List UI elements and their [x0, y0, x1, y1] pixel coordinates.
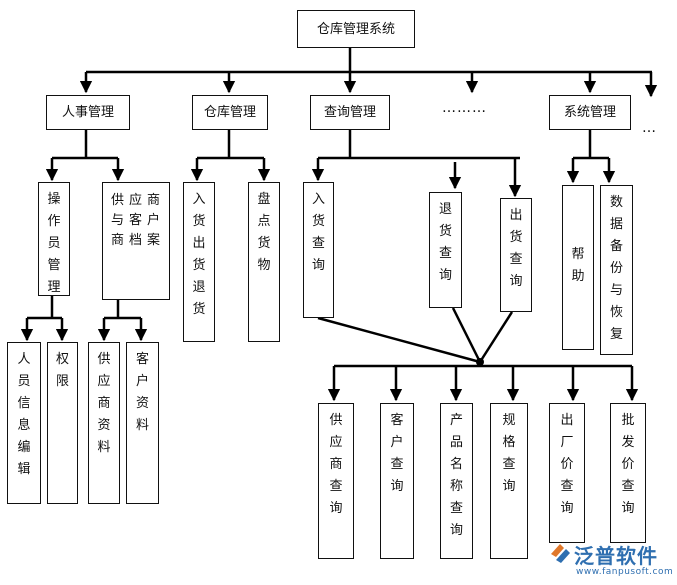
backup-node: 数据备份与恢复: [600, 185, 633, 355]
brand-logo-icon: [551, 544, 570, 563]
converge-from-out-query: [478, 311, 514, 363]
backup-label: 数据备份与恢复: [610, 195, 624, 342]
converge-node: [476, 358, 484, 366]
wholesale-price-node: 批发价查询: [610, 403, 646, 543]
query-label: 查询管理: [323, 105, 376, 120]
supplier-info-label: 供应商资料: [97, 352, 111, 455]
in-query-node: 入货查询: [303, 182, 334, 318]
help-label: 帮助: [571, 247, 585, 284]
hr-label: 人事管理: [61, 105, 114, 120]
personnel-edit-label: 人员信息编辑: [17, 352, 31, 477]
operator-node: 操作员管理: [38, 182, 70, 296]
query-node: 查询管理: [310, 95, 390, 130]
brand-name: 泛普软件: [574, 544, 658, 568]
factory-price-node: 出厂价查询: [549, 403, 585, 543]
return-query-node: 退货查询: [429, 192, 462, 308]
supplier-info-node: 供应商资料: [88, 342, 120, 504]
inventory-label: 盘点货物: [257, 192, 271, 273]
return-query-label: 退货查询: [439, 202, 453, 283]
out-query-label: 出货查询: [509, 208, 523, 289]
customer-query-node: 客户查询: [380, 403, 414, 559]
customer-query-label: 客户查询: [390, 413, 404, 494]
warehouse-node: 仓库管理: [192, 95, 268, 130]
spec-query-node: 规格查询: [490, 403, 528, 559]
brand-watermark: 泛普软件 www.fanpusoft.com: [548, 538, 674, 582]
product-query-label: 产品名称查询: [450, 413, 464, 538]
supplier-query-label: 供应商查询: [329, 413, 343, 516]
personnel-edit-node: 人员信息编辑: [7, 342, 41, 504]
factory-price-label: 出厂价查询: [560, 413, 574, 516]
warehouse-label: 仓库管理: [203, 105, 256, 120]
permission-label: 权限: [56, 352, 70, 389]
in-out-return-node: 入货出货退货: [183, 182, 215, 342]
hr-node: 人事管理: [46, 95, 130, 130]
system-node: 系统管理: [549, 95, 631, 130]
supplier-query-node: 供应商查询: [318, 403, 354, 559]
in-out-return-label: 入货出货退货: [192, 192, 206, 317]
system-label: 系统管理: [563, 105, 616, 120]
out-query-node: 出货查询: [500, 198, 532, 312]
more-label: …: [642, 120, 657, 136]
root-label: 仓库管理系统: [316, 21, 395, 37]
converge-from-return-query: [451, 307, 482, 363]
converge-from-in-query: [317, 316, 481, 364]
brand-url: www.fanpusoft.com: [576, 567, 674, 577]
help-node: 帮助: [562, 185, 594, 350]
operator-label: 操作员管理: [47, 192, 61, 295]
permission-node: 权限: [47, 342, 78, 504]
wholesale-price-label: 批发价查询: [621, 413, 635, 516]
customer-info-label: 客户资料: [136, 352, 150, 433]
supplier-archive-label: 供应商与客户商档案: [111, 193, 166, 248]
spec-query-label: 规格查询: [502, 413, 516, 494]
in-query-label: 入货查询: [312, 192, 326, 273]
root-node: 仓库管理系统: [297, 10, 415, 48]
supplier-archive-node: 供应商与客户商档案: [102, 182, 170, 300]
inventory-node: 盘点货物: [248, 182, 280, 342]
customer-info-node: 客户资料: [126, 342, 159, 504]
product-query-node: 产品名称查询: [440, 403, 473, 559]
ellipsis-label: ………: [442, 100, 487, 116]
